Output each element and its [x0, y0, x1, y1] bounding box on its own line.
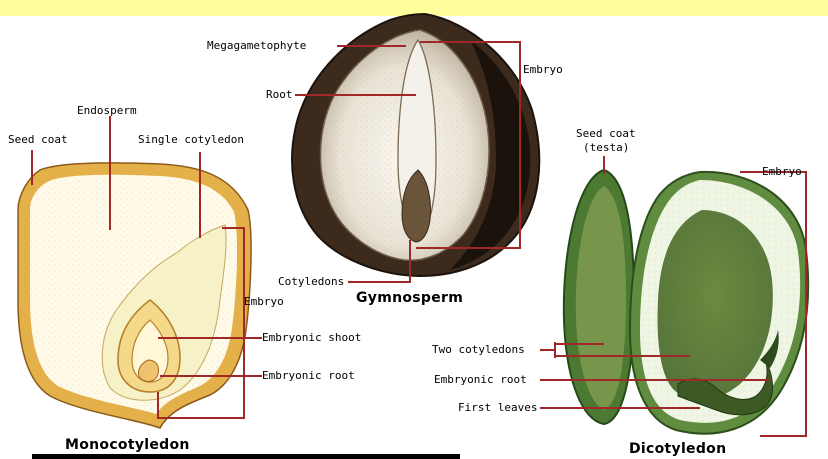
label-embryonic-shoot: Embryonic shoot	[262, 332, 361, 343]
label-dicot-seed-coat: Seed coat	[576, 128, 636, 139]
label-megagametophyte: Megagametophyte	[207, 40, 306, 51]
label-mono-embryo: Embryo	[244, 296, 284, 307]
label-dicot-embryo: Embryo	[762, 166, 802, 177]
label-gymno-embryo: Embryo	[523, 64, 563, 75]
dicot-seed	[564, 170, 808, 434]
monocot-seed	[18, 163, 251, 428]
title-dicotyledon: Dicotyledon	[629, 441, 726, 457]
label-dicot-testa: (testa)	[583, 142, 629, 153]
label-endosperm: Endosperm	[77, 105, 137, 116]
label-two-cotyledons: Two cotyledons	[432, 344, 525, 355]
label-first-leaves: First leaves	[458, 402, 537, 413]
title-monocotyledon: Monocotyledon	[65, 437, 190, 453]
label-cotyledons: Cotyledons	[278, 276, 344, 287]
gymnosperm-seed	[292, 14, 539, 276]
bottom-rule	[32, 454, 460, 459]
title-gymnosperm: Gymnosperm	[356, 290, 463, 306]
label-root: Root	[266, 89, 293, 100]
label-seed-coat: Seed coat	[8, 134, 68, 145]
label-single-cotyledon: Single cotyledon	[138, 134, 244, 145]
label-dicot-embryonic-root: Embryonic root	[434, 374, 527, 385]
label-mono-embryonic-root: Embryonic root	[262, 370, 355, 381]
